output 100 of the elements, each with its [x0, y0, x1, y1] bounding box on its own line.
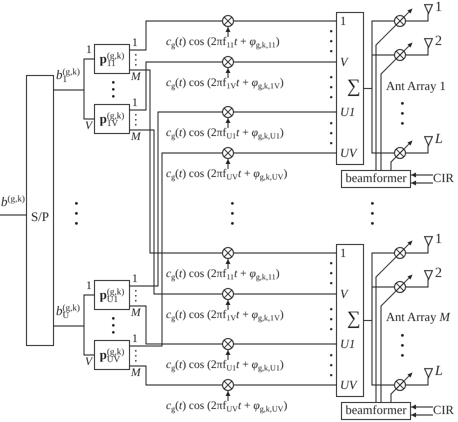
signal-line — [130, 366, 222, 386]
edge-label: 1 — [132, 97, 138, 110]
port-label: U1 — [340, 106, 356, 118]
arrow — [410, 412, 434, 418]
signal-line — [130, 62, 222, 110]
arrow — [226, 258, 230, 270]
carrier-signal-label: c$_{g}$(t) cos (2πf$_{1V}$t + φ$_{g,k,1V}$) — [166, 77, 284, 90]
signal-line — [364, 320, 395, 386]
signal-line — [376, 256, 397, 402]
antenna-label: 2 — [435, 266, 442, 282]
edge-label: 1 — [86, 280, 92, 294]
arrow — [226, 350, 230, 360]
signal-line — [130, 20, 222, 50]
signal-line — [405, 377, 428, 386]
signal-line — [405, 13, 428, 22]
phase-shifter-symbol — [394, 372, 413, 391]
arrow — [410, 172, 434, 178]
block-label: beamformer — [345, 404, 407, 418]
arrow — [226, 68, 230, 78]
multiplier-symbol — [222, 288, 234, 300]
port-label: UV — [340, 147, 357, 160]
precoder-block — [94, 44, 130, 74]
edge-label: M — [131, 307, 141, 320]
array-label: Ant Array 1 — [386, 79, 446, 94]
block-label: S/P — [30, 210, 50, 225]
multiplier-symbol — [222, 147, 234, 159]
signal-line — [405, 279, 428, 288]
carrier-signal-label: c$_{g}$(t) cos (2πf$_{UV}$t + φ$_{g,k,UV}$) — [166, 400, 288, 414]
signal-line — [380, 290, 397, 402]
signal-line — [234, 20, 336, 22]
arrow — [226, 26, 230, 38]
edge-label: 1 — [132, 273, 138, 286]
carrier-signal-label: c$_{g}$(t) cos (2πf$_{11}$t + φ$_{g,k,11}$) — [166, 268, 280, 282]
port-label: U1 — [340, 338, 356, 350]
beamformer-block — [341, 170, 411, 188]
summation-sign: ∑ — [347, 77, 361, 96]
edge-label: M — [131, 71, 141, 84]
signal-line — [0, 214, 26, 216]
signal-line — [234, 384, 336, 386]
array-label: Ant Array M — [386, 310, 450, 324]
port-label: 1 — [340, 247, 346, 260]
multiplier-symbol — [222, 15, 234, 27]
precoder-block — [94, 280, 130, 310]
phase-shifter-symbol — [394, 274, 413, 293]
arrow — [226, 390, 230, 402]
edge-label: V — [85, 356, 92, 370]
phase-shifter-symbol — [394, 240, 413, 259]
edge-label: V — [85, 120, 92, 134]
arrow — [226, 300, 230, 310]
signal-line — [130, 152, 222, 346]
phase-shifter-symbol — [394, 140, 413, 159]
signal-line — [364, 88, 395, 154]
arrow — [410, 180, 434, 186]
signal-line — [234, 252, 336, 254]
beamformer-block — [341, 402, 411, 420]
carrier-signal-label: c$_{g}$(t) cos (2πf$_{1V}$t + φ$_{g,k,1V}$) — [166, 309, 284, 322]
edge-label: 1 — [86, 44, 92, 58]
summer-block — [336, 244, 364, 397]
precoder-block — [94, 340, 130, 370]
arrow — [226, 118, 230, 128]
carrier-signal-label: c$_{g}$(t) cos (2πf$_{UV}$t + φ$_{g,k,UV}$) — [166, 168, 288, 182]
antenna-symbol — [424, 270, 432, 280]
precoder-block — [94, 104, 130, 134]
arrow — [410, 404, 434, 410]
signal-line — [390, 156, 397, 170]
port-label: UV — [340, 379, 357, 392]
antenna-label: 1 — [435, 0, 442, 16]
phase-shifter-symbol — [394, 8, 413, 27]
multiplier-symbol — [222, 247, 234, 259]
signal-line — [376, 24, 397, 170]
signal-line — [130, 306, 222, 344]
port-label: 1 — [340, 15, 346, 28]
multiplier-symbol — [222, 56, 234, 68]
carrier-signal-label: c$_{g}$(t) cos (2πf$_{U1}$t + φ$_{g,k,U1}$) — [166, 127, 284, 140]
signal-line — [54, 326, 94, 356]
antenna-label: 2 — [435, 34, 442, 50]
antenna-symbol — [424, 38, 432, 48]
multiplier-symbol — [222, 106, 234, 118]
summer-block — [336, 12, 364, 165]
edge-label: 1 — [132, 37, 138, 50]
converter-block — [26, 75, 54, 346]
antenna-symbol — [424, 4, 432, 14]
multiplier-symbol — [222, 379, 234, 391]
arrow — [226, 158, 230, 170]
signal-line — [405, 47, 428, 56]
block-label: beamformer — [345, 172, 407, 186]
antenna-symbol — [424, 368, 432, 378]
port-label: V — [340, 288, 348, 300]
summation-sign: ∑ — [347, 309, 361, 328]
antenna-symbol — [424, 236, 432, 246]
port-label: V — [340, 56, 348, 68]
antenna-symbol — [424, 136, 432, 146]
carrier-signal-label: c$_{g}$(t) cos (2πf$_{U1}$t + φ$_{g,k,U1}$) — [166, 359, 284, 372]
phase-shifter-symbol — [394, 42, 413, 61]
signal-line — [405, 145, 428, 154]
multiplier-symbol — [222, 338, 234, 350]
input-label: CIR — [433, 171, 454, 186]
signal-line — [54, 90, 94, 120]
edge-label: M — [131, 367, 141, 380]
signal-line — [405, 245, 428, 254]
